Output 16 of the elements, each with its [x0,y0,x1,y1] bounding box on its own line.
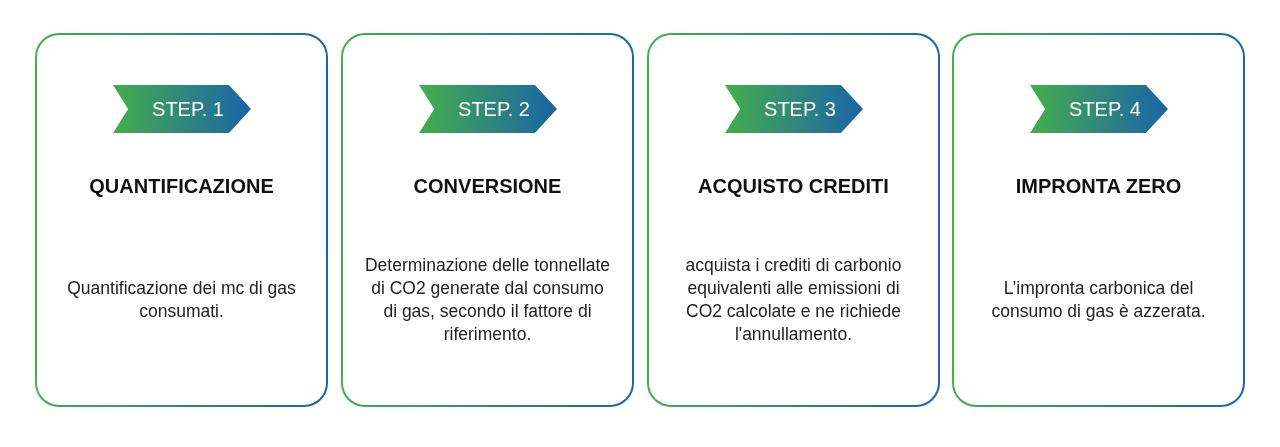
step-card [952,33,1245,407]
step-heading: QUANTIFICAZIONE [88,175,275,198]
step-card [35,33,328,407]
step-chevron-badge: STEP. 4 [1030,85,1168,133]
step-chevron-badge: STEP. 2 [419,85,557,133]
step-heading: IMPRONTA ZERO [1014,175,1183,198]
step-heading: CONVERSIONE [412,175,563,198]
step-chevron-badge: STEP. 1 [113,85,251,133]
step-description: acquista i crediti di carbonio equivalenti alle emissioni di CO2 calcolate e ne richiede l'annullamento. [684,254,903,346]
step-chevron-badge: STEP. 3 [725,85,863,133]
step-description: L’impronta carbonica del consumo di gas è azzerata. [990,277,1207,323]
step-heading: ACQUISTO CREDITI [697,175,890,198]
step-description: Quantificazione dei mc di gas consumati. [66,277,297,323]
step-card [341,33,634,407]
step-description: Determinazione delle tonnellate di CO2 generate dal consumo di gas, secondo il fattore di riferimento. [363,254,612,346]
step-card [647,33,940,407]
